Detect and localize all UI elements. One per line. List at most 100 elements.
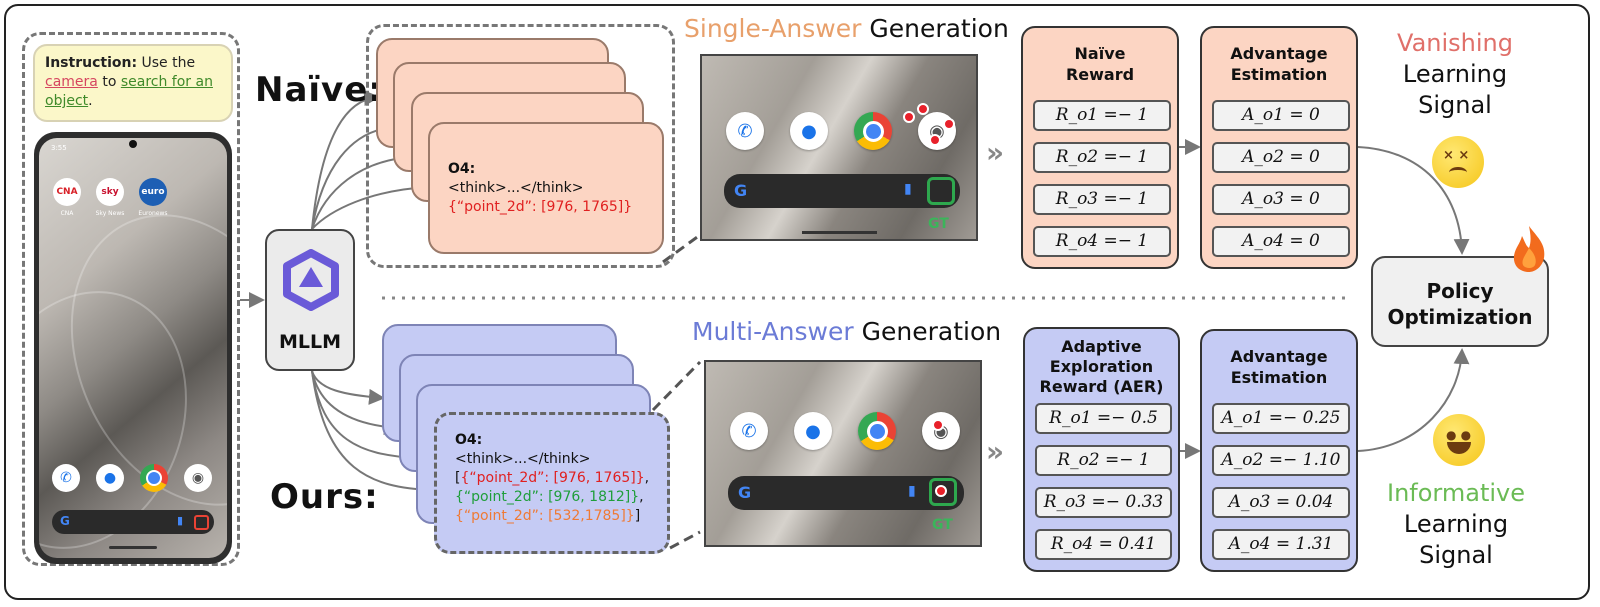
smiling-face-icon: ● ● xyxy=(1433,414,1485,466)
ours-advantage-value: A_o3 = 0.04 xyxy=(1212,487,1350,518)
input-group xyxy=(22,32,240,566)
policy-line-1: Policy xyxy=(1426,279,1494,303)
search-bar: G ▮ xyxy=(728,476,964,510)
ours-answer-1: {“point_2d”: [976, 1765]} xyxy=(460,470,645,486)
figure-frame xyxy=(4,4,1590,600)
phone-screen: 3:55 CNA CNA sky Sky News euro Euronews … xyxy=(39,138,227,558)
aer-reward-panel: Adaptive Exploration Reward (AER) R_o1 =… xyxy=(1023,327,1180,572)
gt-label: GT xyxy=(928,216,949,232)
home-indicator xyxy=(109,546,157,549)
ground-truth-box xyxy=(929,478,957,506)
aer-reward-value: R_o4 = 0.41 xyxy=(1035,529,1172,560)
aer-reward-value: R_o1 =− 0.5 xyxy=(1035,403,1172,434)
naive-reward-value: R_o3 =− 1 xyxy=(1033,184,1171,215)
messages-app-icon: ● xyxy=(790,112,828,150)
naive-answer-text: {“point_2d”: [976, 1765]} xyxy=(448,199,633,215)
aer-reward-title: Adaptive xyxy=(1061,337,1142,356)
naive-reward-title: Naïve xyxy=(1074,44,1126,63)
instruction-box: Instruction: Use the camera to search fo… xyxy=(33,44,233,122)
ours-zoom-link-bottom xyxy=(669,530,701,550)
naive-advantage-panel: Advantage Estimation A_o1 = 0 A_o2 = 0 A… xyxy=(1200,26,1358,269)
ours-card-label: O4: xyxy=(455,432,483,448)
predicted-point xyxy=(903,111,915,123)
ours-policy-arrow xyxy=(1357,348,1470,452)
informative-signal-label: Informative Learning Signal xyxy=(1387,479,1525,569)
naive-reward-value: R_o1 =− 1 xyxy=(1033,100,1171,131)
phone-app-icon: ✆ xyxy=(730,412,768,450)
policy-line-2: Optimization xyxy=(1387,305,1533,329)
dizzy-face-icon: × × xyxy=(1432,136,1484,188)
chrome-app-icon[interactable] xyxy=(140,464,168,492)
predicted-point xyxy=(935,485,947,497)
chrome-app-icon xyxy=(858,412,896,450)
predicted-point xyxy=(932,419,944,431)
google-g-icon: G xyxy=(734,181,748,200)
predicted-point xyxy=(917,103,929,115)
messages-app-icon[interactable]: ● xyxy=(96,464,124,492)
ours-advantage-panel: Advantage Estimation A_o1 =− 0.25 A_o2 =… xyxy=(1200,329,1358,572)
ours-think-text: <think>...</think> xyxy=(455,451,591,467)
naive-think-text: <think>...</think> xyxy=(448,180,584,196)
aer-reward-value: R_o3 =− 0.33 xyxy=(1035,487,1172,518)
search-bar: G ▮ xyxy=(724,174,960,208)
naive-advantage-value: A_o1 = 0 xyxy=(1212,100,1350,131)
ours-advantage-title: Advantage xyxy=(1230,347,1328,366)
naive-title: Naïve: xyxy=(255,70,383,110)
google-g-icon: G xyxy=(738,483,752,502)
instruction-label: Instruction: xyxy=(45,55,138,71)
qwen-logo-icon xyxy=(283,249,339,311)
ours-title: Ours: xyxy=(270,477,379,517)
status-time: 3:55 xyxy=(51,144,67,152)
policy-optimization-box: Policy Optimization xyxy=(1371,256,1549,347)
ours-answer-2: {“point_2d”: [976, 1812]} xyxy=(455,489,640,505)
ours-advantage-value: A_o1 =− 0.25 xyxy=(1212,403,1350,434)
camera-app-icon: ◉ xyxy=(922,412,960,450)
chevron-right-icon: » xyxy=(986,435,1005,468)
messages-app-icon: ● xyxy=(794,412,832,450)
predicted-point xyxy=(943,118,955,130)
predicted-point xyxy=(929,134,941,146)
camera-app-icon[interactable]: ◉ xyxy=(184,464,212,492)
ours-arrow xyxy=(311,370,435,498)
naive-arrow xyxy=(311,179,432,230)
ours-card-o4: O4: <think>...</think> [{“point_2d”: [97… xyxy=(434,412,670,554)
ours-advantage-value: A_o4 = 1.31 xyxy=(1212,529,1350,560)
chrome-app-icon xyxy=(854,112,892,150)
chevron-right-icon: » xyxy=(986,136,1005,169)
instruction-text: Use the xyxy=(141,55,196,71)
skynews-app-icon[interactable]: sky xyxy=(96,178,124,206)
naive-reward-value: R_o2 =− 1 xyxy=(1033,142,1171,173)
aer-reward-value: R_o2 =− 1 xyxy=(1035,445,1172,476)
naive-screenshot: ✆ ● ◉ G ▮ GT xyxy=(700,54,978,241)
mic-icon[interactable]: ▮ xyxy=(177,514,184,527)
naive-advantage-value: A_o2 = 0 xyxy=(1212,142,1350,173)
home-indicator xyxy=(802,231,877,234)
mllm-box: MLLM xyxy=(265,229,355,371)
fire-icon xyxy=(1513,226,1545,272)
lens-icon[interactable] xyxy=(194,515,209,530)
skynews-app-label: Sky News xyxy=(95,210,125,217)
camera-notch xyxy=(129,140,137,148)
search-bar[interactable]: G ▮ xyxy=(52,510,214,534)
vanishing-signal-label: Vanishing Learning Signal xyxy=(1397,29,1513,119)
euronews-app-label: Euronews xyxy=(138,210,168,217)
phone-app-icon[interactable]: ✆ xyxy=(52,464,80,492)
euronews-app-icon[interactable]: euro xyxy=(139,178,167,206)
instruction-search-phrase: search for an object xyxy=(45,74,213,109)
phone-app-icon: ✆ xyxy=(726,112,764,150)
instruction-text-to: to xyxy=(102,74,117,90)
phone-screenshot: 3:55 CNA CNA sky Sky News euro Euronews … xyxy=(34,132,232,564)
naive-card-group xyxy=(366,24,675,268)
google-g-icon: G xyxy=(60,514,70,528)
naive-advantage-value: A_o3 = 0 xyxy=(1212,184,1350,215)
ours-advantage-value: A_o2 =− 1.10 xyxy=(1212,445,1350,476)
cna-app-icon[interactable]: CNA xyxy=(53,178,81,206)
ground-truth-box xyxy=(927,177,955,205)
ours-answer-3: {“point_2d”: [532,1785]} xyxy=(455,508,635,524)
ours-arrow xyxy=(311,370,385,405)
ours-arrow xyxy=(311,370,418,466)
naive-advantage-value: A_o4 = 0 xyxy=(1212,226,1350,257)
ours-zoom-link-top xyxy=(651,360,702,412)
naive-advantage-title: Advantage xyxy=(1230,44,1328,63)
cna-app-label: CNA xyxy=(60,210,74,217)
